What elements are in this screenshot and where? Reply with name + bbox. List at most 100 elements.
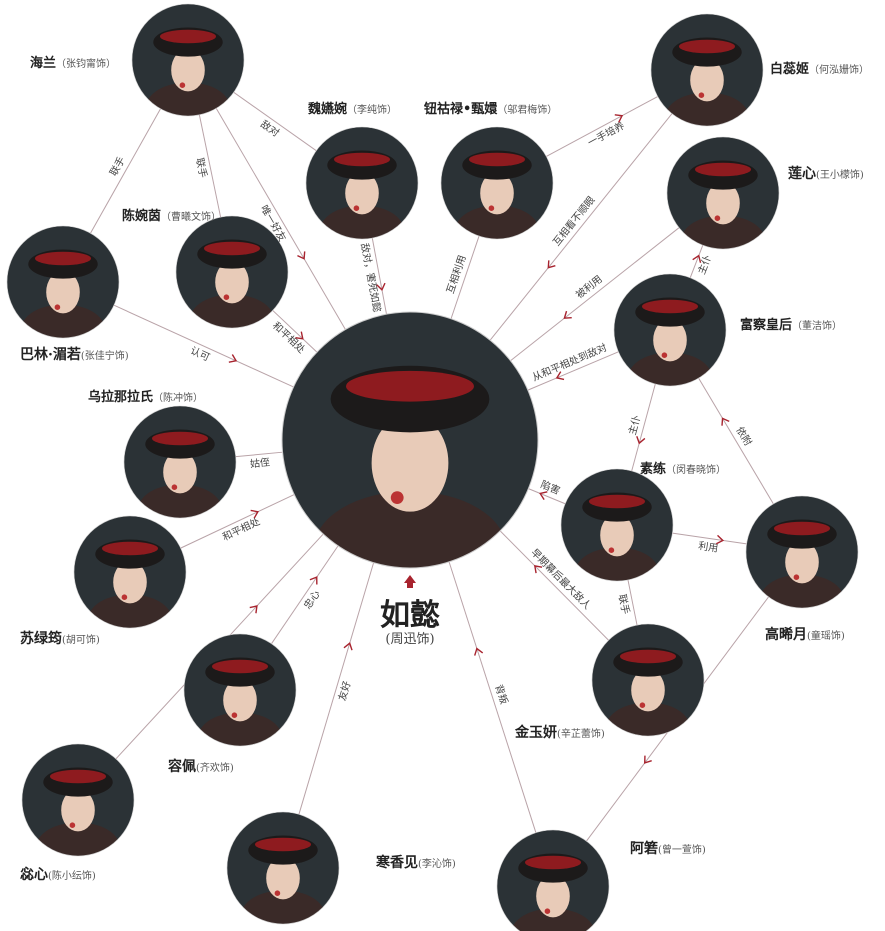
lips bbox=[274, 890, 281, 896]
hat-band bbox=[525, 855, 581, 870]
portrait-fucha[interactable] bbox=[613, 273, 727, 403]
arrow-head-icon bbox=[295, 331, 304, 340]
portrait-huixin[interactable] bbox=[21, 743, 135, 873]
portrait-jinyuyan[interactable] bbox=[591, 623, 705, 753]
relationship-line bbox=[233, 91, 317, 152]
relationship-label: 姑侄 bbox=[249, 455, 270, 470]
portrait-weisiwan[interactable] bbox=[305, 126, 419, 256]
arrow-head-icon bbox=[721, 417, 730, 426]
actor-name: (童瑶饰) bbox=[807, 631, 845, 642]
face bbox=[215, 260, 249, 304]
arrow-head-icon bbox=[715, 534, 725, 545]
robe bbox=[320, 205, 404, 239]
actor-name: （曹曦文饰） bbox=[161, 212, 222, 223]
lips bbox=[639, 702, 646, 708]
portrait-balin[interactable] bbox=[6, 225, 120, 355]
relationship-label: 主仆 bbox=[626, 414, 643, 436]
relationship-label: 背叛 bbox=[492, 683, 510, 706]
face bbox=[345, 171, 379, 215]
relationship-line bbox=[198, 114, 222, 218]
actor-name: （邬君梅饰） bbox=[497, 105, 558, 116]
relationship-line bbox=[689, 245, 704, 278]
relationship-label: 从和平相处到敌对 bbox=[530, 341, 609, 384]
hat-band bbox=[774, 521, 830, 536]
actor-name: （陈冲饰） bbox=[153, 393, 204, 404]
robe bbox=[760, 574, 844, 608]
arrow-head-icon bbox=[376, 282, 386, 292]
character-name: 钮祜禄•甄嬛 bbox=[424, 102, 498, 117]
relationship-label: 认可 bbox=[188, 344, 212, 364]
relationship-label: 利用 bbox=[697, 540, 719, 555]
arrow-head-icon bbox=[555, 371, 565, 381]
portrait-gaoxiyue[interactable] bbox=[745, 495, 859, 625]
portrait-sulian[interactable] bbox=[560, 468, 674, 598]
robe bbox=[628, 352, 712, 386]
lips bbox=[608, 547, 615, 553]
character-name: 素练 bbox=[640, 462, 667, 477]
arrow-head-icon bbox=[636, 436, 646, 445]
hat-band bbox=[695, 162, 751, 177]
relationship-line bbox=[298, 562, 375, 815]
character-name: 容佩 bbox=[168, 759, 196, 775]
face bbox=[266, 856, 300, 900]
face bbox=[536, 874, 570, 918]
arrow-head-icon bbox=[563, 310, 572, 319]
portrait-zhenhuan[interactable] bbox=[440, 126, 554, 256]
face bbox=[113, 560, 147, 604]
arrow-head-icon bbox=[249, 605, 258, 614]
lips bbox=[488, 205, 495, 211]
relationship-label: 联手 bbox=[107, 154, 128, 178]
character-name: 富察皇后 bbox=[740, 318, 793, 333]
actor-name: (辛芷蕾饰) bbox=[557, 729, 605, 740]
lips bbox=[54, 304, 61, 311]
relationship-line bbox=[631, 383, 656, 472]
character-name: 巴林·湄若 bbox=[20, 347, 81, 363]
relationship-line bbox=[272, 310, 318, 353]
face bbox=[690, 58, 724, 102]
lips bbox=[390, 491, 404, 504]
arrow-head-icon bbox=[250, 509, 259, 519]
portrait-baiyueji[interactable] bbox=[650, 13, 764, 143]
robe bbox=[455, 205, 539, 239]
character-name: 高晞月 bbox=[765, 627, 807, 643]
portrait-hailan[interactable] bbox=[131, 3, 245, 133]
actor-name: （张钧甯饰） bbox=[56, 59, 117, 70]
lips bbox=[121, 594, 128, 600]
hat-band bbox=[642, 299, 698, 314]
portrait-ruyi[interactable] bbox=[281, 311, 539, 606]
hat-band bbox=[255, 837, 311, 852]
face bbox=[706, 181, 740, 225]
robe bbox=[314, 491, 506, 568]
portrait-ajian[interactable] bbox=[496, 829, 610, 931]
portrait-lianxin[interactable] bbox=[666, 136, 780, 266]
lips bbox=[793, 574, 800, 580]
face bbox=[163, 450, 197, 494]
hat-band bbox=[50, 769, 106, 784]
relationship-line bbox=[510, 227, 680, 362]
portrait-rongpei[interactable] bbox=[183, 633, 297, 763]
robe bbox=[575, 547, 659, 581]
lips bbox=[231, 712, 238, 718]
relationship-line bbox=[528, 488, 566, 505]
lips bbox=[69, 822, 76, 828]
lips bbox=[353, 205, 360, 211]
lips bbox=[544, 908, 551, 914]
hat-band bbox=[469, 152, 525, 167]
character-label-rongpei: 容佩(齐欢饰) bbox=[168, 756, 234, 776]
portrait-chenwanyin[interactable] bbox=[175, 215, 289, 345]
relationship-line bbox=[489, 113, 673, 341]
portrait-wulanara[interactable] bbox=[123, 405, 237, 535]
portrait-sulvyun[interactable] bbox=[73, 515, 187, 645]
character-label-zhenhuan: 钮祜禄•甄嬛（邬君梅饰） bbox=[424, 98, 557, 117]
hat-band bbox=[160, 29, 216, 44]
relationship-line bbox=[235, 451, 283, 458]
relationship-label: 依附 bbox=[733, 424, 754, 448]
relationship-line bbox=[215, 108, 346, 330]
relationship-line bbox=[180, 494, 295, 549]
robe bbox=[21, 304, 105, 338]
hat-band bbox=[204, 241, 260, 256]
relationship-label: 互相看不顺眼 bbox=[550, 194, 598, 249]
portrait-hanxiangjian[interactable] bbox=[226, 811, 340, 931]
lips bbox=[714, 215, 721, 221]
